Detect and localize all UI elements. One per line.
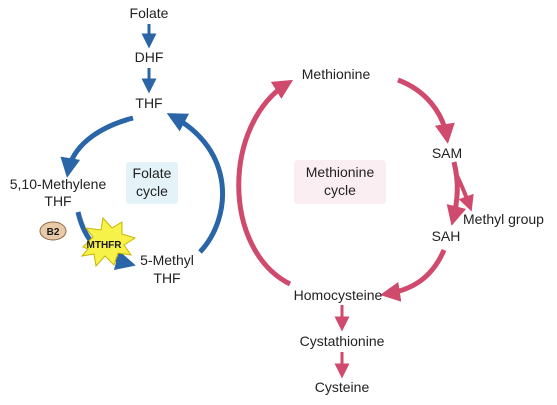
- cysteine-label: Cysteine: [315, 379, 370, 395]
- folate-cycle-label-line1: Folate: [133, 165, 172, 181]
- thf-label: THF: [135, 95, 162, 111]
- arrow-sah-to-homocysteine: [380, 248, 447, 302]
- sah-label: SAH: [432, 228, 461, 244]
- methionine-cycle-label-line1: Methionine: [306, 164, 375, 180]
- mthfr-star-icon: [80, 216, 137, 268]
- methionine-cycle-label-line2: cycle: [324, 182, 356, 198]
- b2-badge-icon: [39, 221, 67, 241]
- methyl-thf-label-line2: THF: [153, 270, 180, 286]
- methyl-thf-label-line1: 5-Methyl: [140, 252, 194, 268]
- cystathionine-label: Cystathionine: [300, 333, 385, 349]
- methyl-group-label: Methyl group: [463, 211, 544, 227]
- b2-label: B2: [47, 227, 60, 238]
- folate-cycle-label-box: [126, 162, 178, 204]
- folate-cycle-label-line2: cycle: [136, 183, 168, 199]
- mthfr-label: MTHFR: [87, 240, 123, 251]
- methionine-cycle-label-box: [294, 160, 386, 204]
- arrow-methionine-to-sam: [397, 77, 455, 144]
- methionine-label: Methionine: [302, 66, 371, 82]
- arrow-thf-to-methylene-thf: [60, 115, 134, 178]
- arrow-methyl-thf-to-thf: [166, 113, 226, 254]
- arrow-homocysteine-to-methionine: [236, 79, 294, 287]
- arrow-sam-to-sah: [446, 161, 467, 226]
- folate-label: Folate: [130, 5, 169, 21]
- methylene-thf-label-line1: 5,10-Methylene: [10, 176, 107, 192]
- dhf-label: DHF: [135, 49, 164, 65]
- sam-label: SAM: [432, 145, 462, 161]
- methylene-thf-label-line2: THF: [44, 193, 71, 209]
- homocysteine-label: Homocysteine: [294, 287, 383, 303]
- arrow-sam-to-methyl-group: [453, 171, 474, 212]
